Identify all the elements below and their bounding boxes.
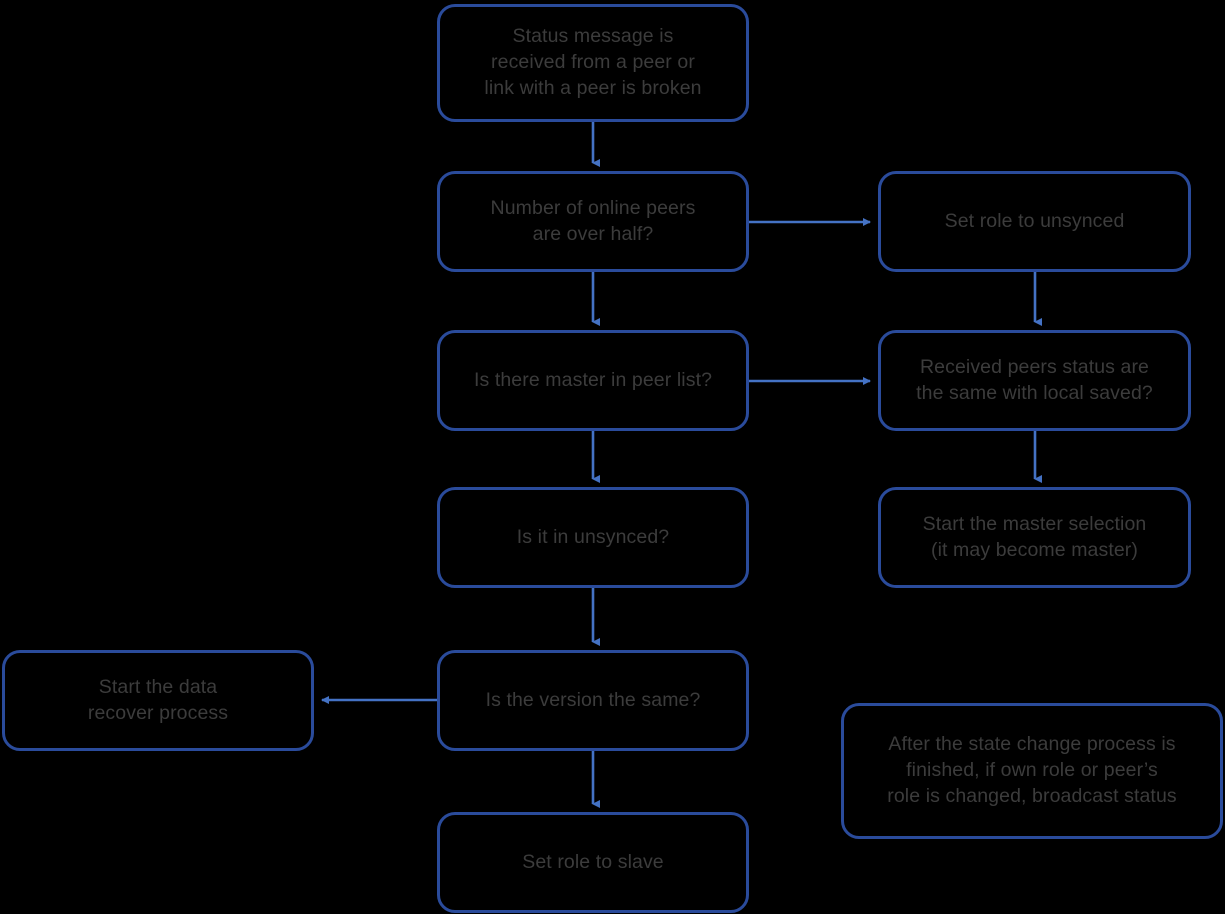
node-set-role-to-unsynced[interactable]: Set role to unsynced (878, 171, 1191, 272)
node-peers-status-same-as-local[interactable]: Received peers status are the same with … (878, 330, 1191, 431)
node-label: Received peers status are the same with … (916, 355, 1153, 404)
node-label: Set role to slave (522, 850, 664, 873)
node-label: After the state change process is finish… (887, 733, 1177, 807)
node-label: Start the master selection (it may becom… (922, 512, 1147, 561)
node-label: Is the version the same? (485, 688, 701, 711)
node-label: Status message is received from a peer o… (484, 25, 702, 99)
node-master-in-peer-list[interactable]: Is there master in peer list? (437, 330, 749, 431)
node-label: Is it in unsynced? (516, 525, 670, 548)
node-label: Start the data recover process (87, 675, 229, 724)
node-set-role-to-slave[interactable]: Set role to slave (437, 812, 749, 913)
node-label: Is there master in peer list? (473, 368, 713, 391)
node-broadcast-status-note[interactable]: After the state change process is finish… (841, 703, 1223, 839)
node-is-it-in-unsynced[interactable]: Is it in unsynced? (437, 487, 749, 588)
node-status-message-received[interactable]: Status message is received from a peer o… (437, 4, 749, 122)
node-start-data-recover-process[interactable]: Start the data recover process (2, 650, 314, 751)
node-is-version-the-same[interactable]: Is the version the same? (437, 650, 749, 751)
node-label: Set role to unsynced (944, 209, 1125, 232)
node-online-peers-over-half[interactable]: Number of online peers are over half? (437, 171, 749, 272)
node-label: Number of online peers are over half? (490, 196, 696, 245)
node-start-master-selection[interactable]: Start the master selection (it may becom… (878, 487, 1191, 588)
